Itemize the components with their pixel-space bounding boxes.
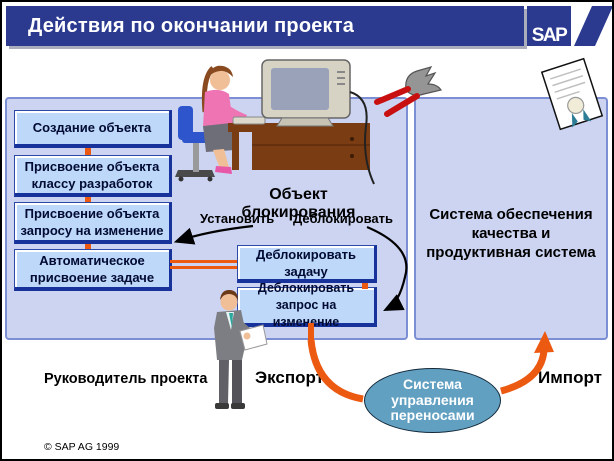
connector-double-line: [170, 260, 237, 269]
release-lock-label: Деблокировать: [293, 211, 394, 226]
lock-object-header: Объект блокирования: [241, 186, 356, 221]
sap-logo: SAP: [527, 6, 571, 46]
connector-3: [85, 244, 91, 249]
connector-release: [362, 283, 368, 289]
project-manager-label: Руководитель проекта: [44, 371, 208, 387]
import-label: Импорт: [538, 368, 602, 387]
slide-title: Действия по окончании проекта: [28, 14, 355, 37]
set-lock-label: Установить: [200, 211, 275, 226]
copyright: © SAP AG 1999: [44, 441, 120, 453]
connector-2: [85, 197, 91, 202]
connector-export: [308, 323, 314, 341]
connector-1: [85, 148, 91, 155]
process-box-auto-task: Автоматическое присвоение задаче: [14, 249, 172, 291]
qa-system-panel: [414, 97, 608, 340]
title-bar: Действия по окончании проекта: [6, 6, 524, 46]
export-label: Экспорт: [255, 368, 324, 387]
release-task-box: Деблокировать задачу: [237, 245, 377, 283]
process-box-assign-class: Присвоение объекта классу разработок: [14, 155, 172, 197]
release-request-box: Деблокировать запрос на изменение: [237, 281, 377, 329]
sap-swoosh-icon: [574, 6, 612, 46]
tms-label: Система управления переносами: [390, 376, 475, 424]
tms-ellipse: Система управления переносами: [364, 368, 501, 433]
qa-system-label: Система обеспечения качества и продуктив…: [426, 206, 596, 261]
sap-logo-text: SAP: [531, 25, 568, 46]
process-box-assign-request: Присвоение объекта запросу на изменение: [14, 202, 172, 244]
process-box-create: Создание объекта: [14, 110, 172, 148]
